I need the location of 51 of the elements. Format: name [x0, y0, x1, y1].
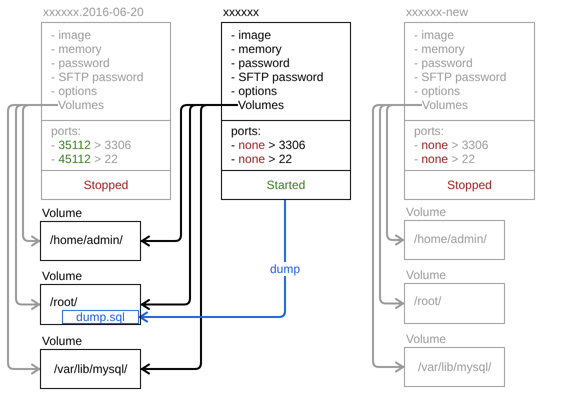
connector-arrow — [139, 200, 286, 322]
status-label: Stopped — [447, 178, 492, 192]
volume-path: /home/admin/ — [50, 233, 123, 247]
setting-item: - memory — [51, 42, 102, 56]
setting-item: - memory — [231, 42, 282, 56]
volume-path: /root/ — [50, 295, 78, 309]
port-mapping: - none > 3306 — [414, 138, 488, 152]
port-mapping: - none > 3306 — [231, 138, 306, 152]
connector-arrow — [7, 104, 58, 374]
setting-item: - image — [414, 28, 454, 42]
ports-heading: ports: — [231, 124, 262, 138]
volume-title: Volume — [406, 205, 446, 219]
file-label: dump.sql — [62, 310, 139, 324]
volume-title: Volume — [42, 334, 82, 348]
setting-item: - password — [51, 56, 110, 70]
status-label: Stopped — [84, 178, 128, 192]
setting-item: - SFTP password — [231, 70, 324, 84]
port-mapping: - none > 22 — [414, 152, 476, 166]
setting-item: - image — [51, 28, 92, 42]
edge-label: dump — [268, 262, 302, 276]
volume-title: Volume — [406, 332, 446, 346]
port-mapping: - none > 22 — [231, 152, 292, 166]
volume-title: Volume — [406, 268, 446, 282]
ports-heading: ports: — [51, 124, 82, 138]
setting-item: - options — [414, 84, 460, 98]
volume-path: /home/admin/ — [414, 232, 487, 246]
volume-path: /var/lib/mysql/ — [54, 362, 128, 376]
container-title: xxxxxx-new — [406, 5, 468, 19]
setting-item: - memory — [414, 42, 465, 56]
container-title: xxxxxx.2016-06-20 — [43, 5, 144, 19]
container-title: xxxxxx — [223, 5, 259, 19]
volume-title: Volume — [42, 269, 82, 283]
ports-heading: ports: — [414, 124, 444, 138]
volume-title: Volume — [42, 206, 82, 220]
status-label: Started — [266, 178, 306, 192]
volumes-item: Volumes — [422, 98, 468, 112]
volumes-item: Volumes — [58, 98, 104, 112]
setting-item: - password — [414, 56, 473, 70]
setting-item: - image — [231, 28, 272, 42]
volume-path: /var/lib/mysql/ — [418, 360, 492, 374]
setting-item: - password — [231, 56, 290, 70]
connector-arrow — [372, 104, 422, 372]
port-mapping: - 35112 > 3306 — [51, 138, 132, 152]
volumes-item: Volumes — [238, 98, 284, 112]
setting-item: - SFTP password — [51, 70, 144, 84]
setting-item: - options — [51, 84, 98, 98]
connector-arrow — [141, 104, 238, 374]
volume-path: /root/ — [414, 294, 442, 308]
setting-item: - options — [231, 84, 278, 98]
port-mapping: - 45112 > 22 — [51, 152, 118, 166]
setting-item: - SFTP password — [414, 70, 506, 84]
